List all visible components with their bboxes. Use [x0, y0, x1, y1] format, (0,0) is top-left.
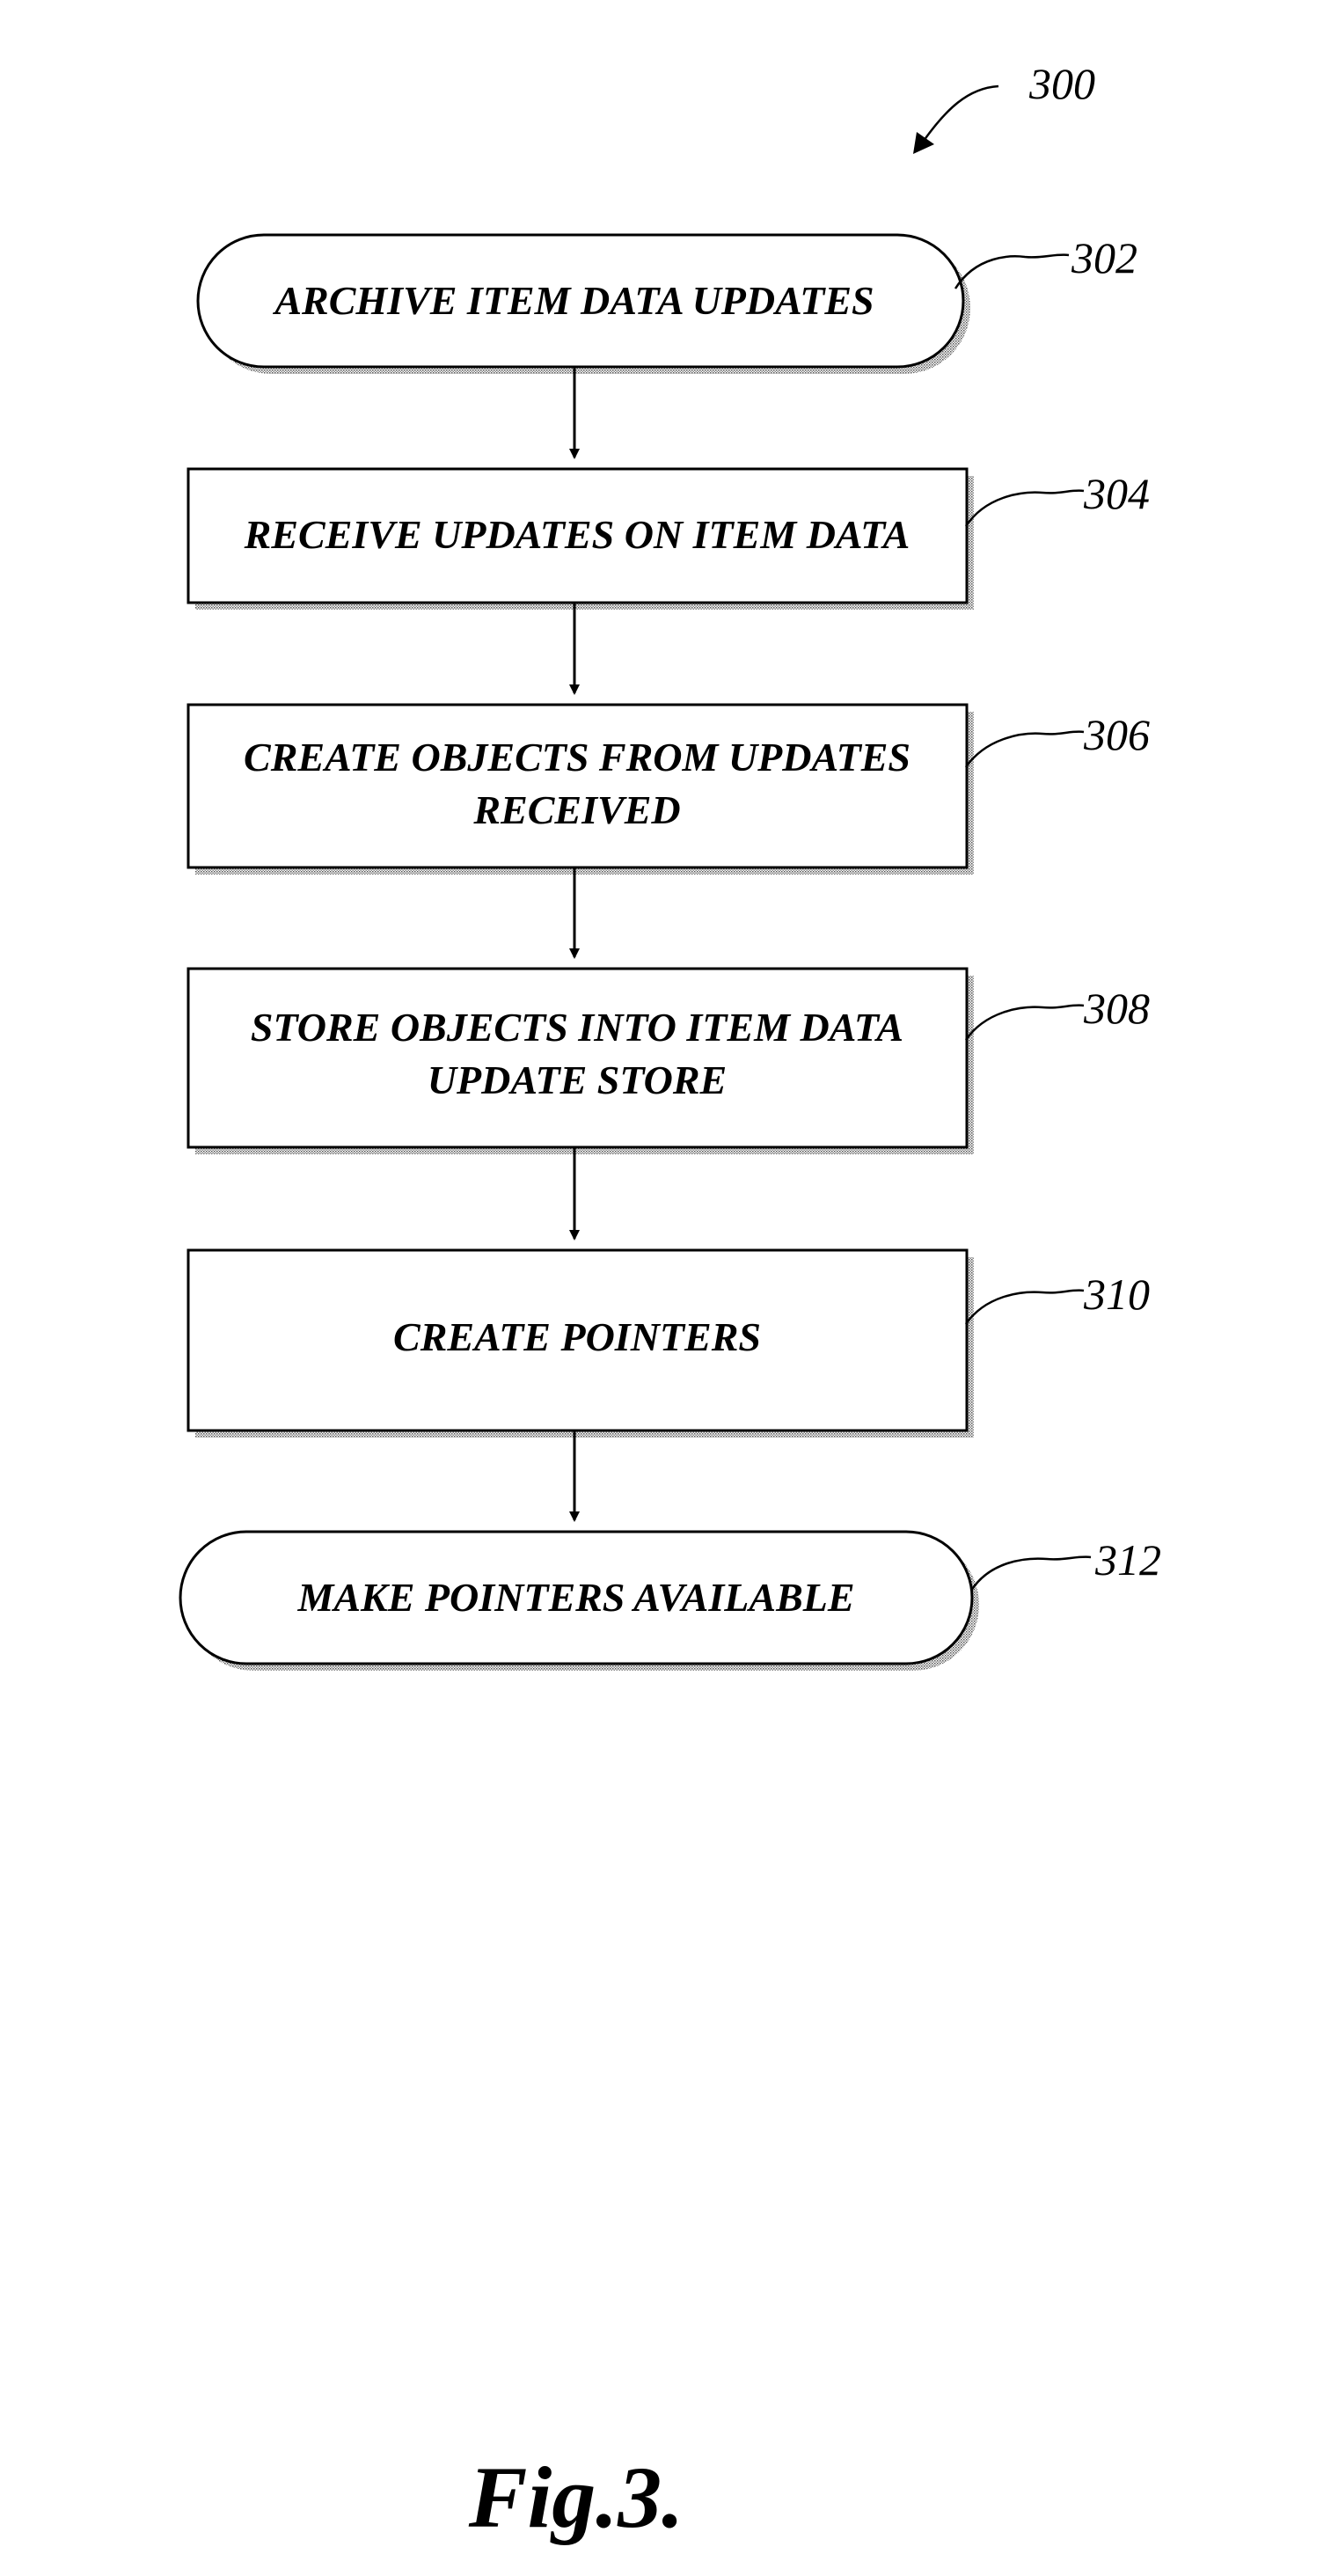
step-312-ref-number: 312	[1094, 1535, 1161, 1584]
step-306-leader	[966, 732, 1084, 767]
figure-reference: 300	[913, 59, 1095, 154]
step-label-line-1: STORE OBJECTS INTO ITEM DATA	[251, 1005, 903, 1050]
step-308-leader	[966, 1006, 1084, 1040]
step-label-line-2: UPDATE STORE	[428, 1057, 727, 1102]
step-312-make-pointers-available: MAKE POINTERS AVAILABLE 312	[180, 1532, 1161, 1671]
step-label: ARCHIVE ITEM DATA UPDATES	[272, 278, 874, 323]
step-308-store-objects: STORE OBJECTS INTO ITEM DATA UPDATE STOR…	[188, 969, 1150, 1154]
step-label-line-2: RECEIVED	[472, 787, 680, 832]
step-306-create-objects: CREATE OBJECTS FROM UPDATES RECEIVED 306	[188, 705, 1150, 875]
figure-caption: Fig.3.	[468, 2448, 684, 2546]
figure-reference-arrow	[924, 86, 998, 141]
step-306-ref-number: 306	[1083, 710, 1150, 759]
step-label: RECEIVE UPDATES ON ITEM DATA	[244, 512, 910, 557]
step-label: MAKE POINTERS AVAILABLE	[296, 1575, 854, 1620]
step-312-leader	[971, 1557, 1091, 1591]
figure-reference-number: 300	[1028, 59, 1095, 108]
step-label-line-1: CREATE OBJECTS FROM UPDATES	[244, 735, 910, 779]
step-302-leader	[955, 255, 1069, 289]
step-302-archive-item-data-updates: ARCHIVE ITEM DATA UPDATES 302	[198, 233, 1137, 374]
step-310-create-pointers: CREATE POINTERS 310	[188, 1250, 1150, 1438]
step-302-ref-number: 302	[1071, 233, 1137, 282]
step-304-receive-updates: RECEIVE UPDATES ON ITEM DATA 304	[188, 469, 1150, 610]
process-box	[188, 705, 967, 867]
step-308-ref-number: 308	[1083, 984, 1150, 1033]
step-304-ref-number: 304	[1083, 469, 1150, 518]
step-310-ref-number: 310	[1083, 1270, 1150, 1319]
figure-reference-arrowhead	[913, 132, 934, 154]
step-310-leader	[966, 1291, 1084, 1324]
step-label: CREATE POINTERS	[393, 1314, 761, 1359]
step-304-leader	[966, 491, 1084, 526]
